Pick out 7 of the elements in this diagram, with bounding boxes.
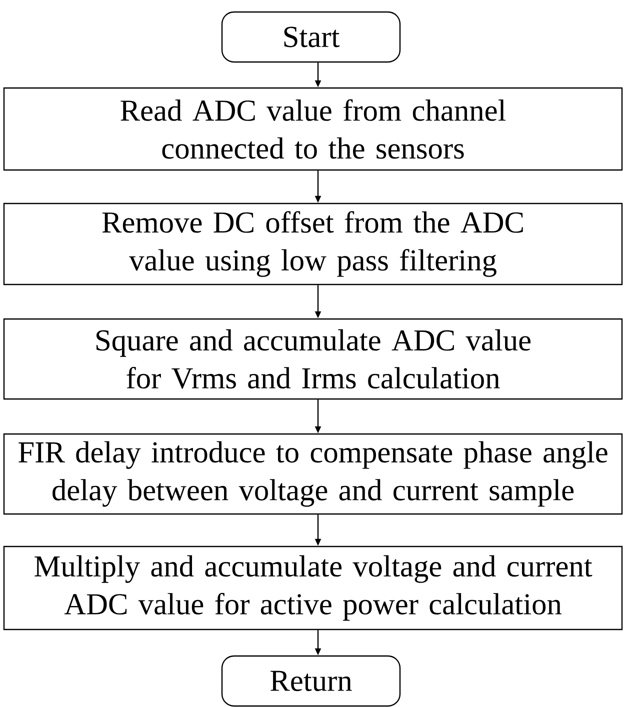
process-box: FIR delay introduce to compensate phase angle delay between voltage and current sample: [3, 433, 623, 515]
terminal-box: Start: [221, 11, 401, 63]
process-box: Remove DC offset from the ADC value using low pass filtering: [3, 202, 623, 286]
process-box: Multiply and accumulate voltage and current ADC value for active power calculation: [3, 546, 623, 630]
terminal-box: Return: [221, 655, 401, 707]
process-box: Square and accumulate ADC value for Vrms and Irms calculation: [3, 318, 623, 400]
process-box: Read ADC value from channel connected to the sensors: [3, 87, 623, 171]
